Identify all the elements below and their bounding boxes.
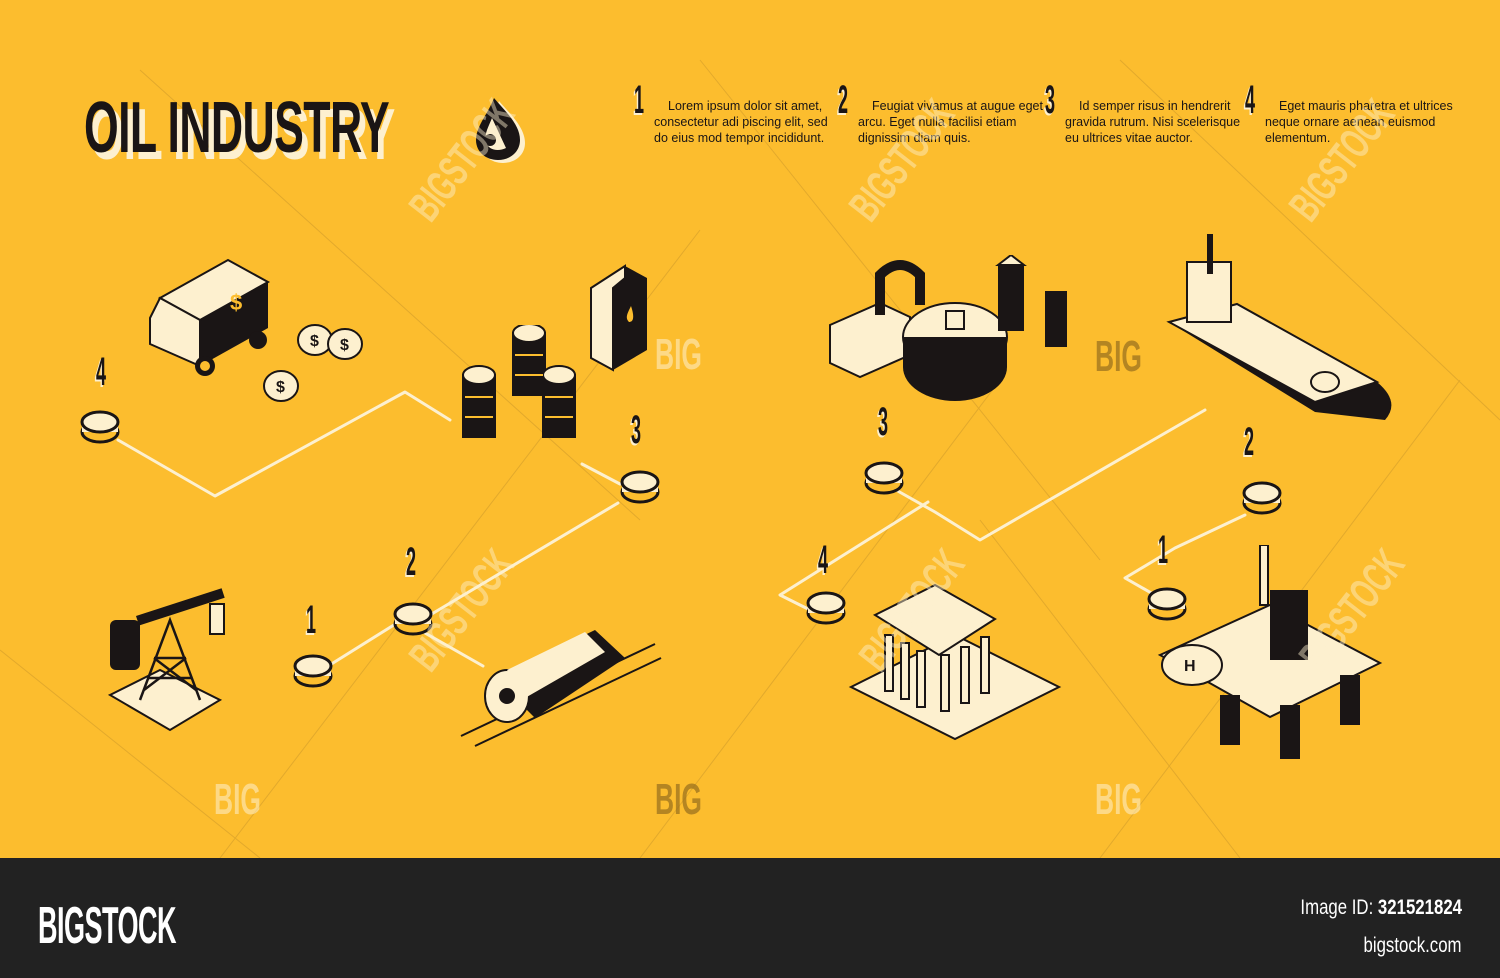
- cash-truck-icon: $: [149, 258, 271, 376]
- step-2-text: Feugiat vivamus at augue eget arcu. Eget…: [858, 99, 1043, 145]
- left-node-1-marker: [293, 654, 333, 688]
- right-node-2-marker: [1242, 481, 1282, 515]
- step-3-text: Id semper risus in hendrerit gravida rut…: [1065, 99, 1241, 145]
- oil-tanker-ship-icon: [1166, 234, 1392, 420]
- step-1-number: 1: [634, 78, 645, 122]
- watermark-big-4: BIG: [655, 330, 702, 379]
- right-node-3-marker: [864, 461, 904, 495]
- oil-barrels-icon: [462, 325, 576, 438]
- svg-text:$: $: [276, 379, 285, 396]
- right-node-2-label: 2: [1244, 420, 1255, 464]
- site-link[interactable]: bigstock.com: [1363, 934, 1462, 957]
- watermark-big-2: BIG: [655, 775, 702, 824]
- right-node-1-label: 1: [1158, 528, 1169, 572]
- offshore-oil-platform-icon: H: [1157, 545, 1383, 759]
- bigstock-logo: BIGSTOCK: [38, 897, 177, 955]
- infographic-canvas: OIL INDUSTRY 1 Lorem ipsum dolor sit ame…: [0, 59, 1500, 858]
- image-id: Image ID: 321521824: [1300, 896, 1462, 920]
- watermark-big-5: BIG: [1095, 332, 1142, 381]
- bank-building-icon: [848, 583, 1062, 741]
- left-node-4-marker: [80, 410, 120, 444]
- step-1-text: Lorem ipsum dolor sit amet, consectetur …: [654, 99, 828, 145]
- oil-refinery-icon: [829, 255, 1067, 401]
- watermark-big-3: BIG: [1095, 775, 1142, 824]
- rail-tank-car-icon: [460, 630, 662, 747]
- right-node-4-marker: [806, 591, 846, 625]
- oil-pump-jack-icon: [107, 588, 225, 732]
- dollar-coins-icon: $ $ $: [263, 324, 363, 402]
- left-node-2-label: 2: [406, 540, 417, 584]
- flow-connectors: [116, 390, 1247, 670]
- step-4-number: 4: [1245, 78, 1256, 122]
- step-3-number: 3: [1045, 78, 1056, 122]
- left-node-4-label: 4: [96, 350, 107, 394]
- oil-drop-icon: [476, 98, 525, 163]
- svg-text:$: $: [230, 290, 242, 315]
- watermark-big-1: BIG: [214, 775, 261, 824]
- step-2-number: 2: [838, 78, 849, 122]
- svg-text:$: $: [340, 337, 349, 354]
- step-4-text: Eget mauris pharetra et ultrices neque o…: [1265, 99, 1453, 145]
- footer-bar: BIGSTOCK Image ID: 321521824 bigstock.co…: [0, 858, 1500, 978]
- left-node-1-label: 1: [306, 598, 317, 642]
- left-node-3-marker: [620, 470, 660, 504]
- image-id-value: 321521824: [1377, 896, 1462, 919]
- right-node-4-label: 4: [818, 538, 829, 582]
- right-node-3-label: 3: [878, 400, 889, 444]
- svg-text:$: $: [310, 333, 319, 350]
- oil-canister-icon: [590, 264, 647, 372]
- page-title: OIL INDUSTRY: [84, 88, 390, 168]
- image-id-label: Image ID:: [1300, 896, 1374, 919]
- left-node-3-label: 3: [631, 408, 642, 452]
- svg-text:H: H: [1184, 658, 1196, 675]
